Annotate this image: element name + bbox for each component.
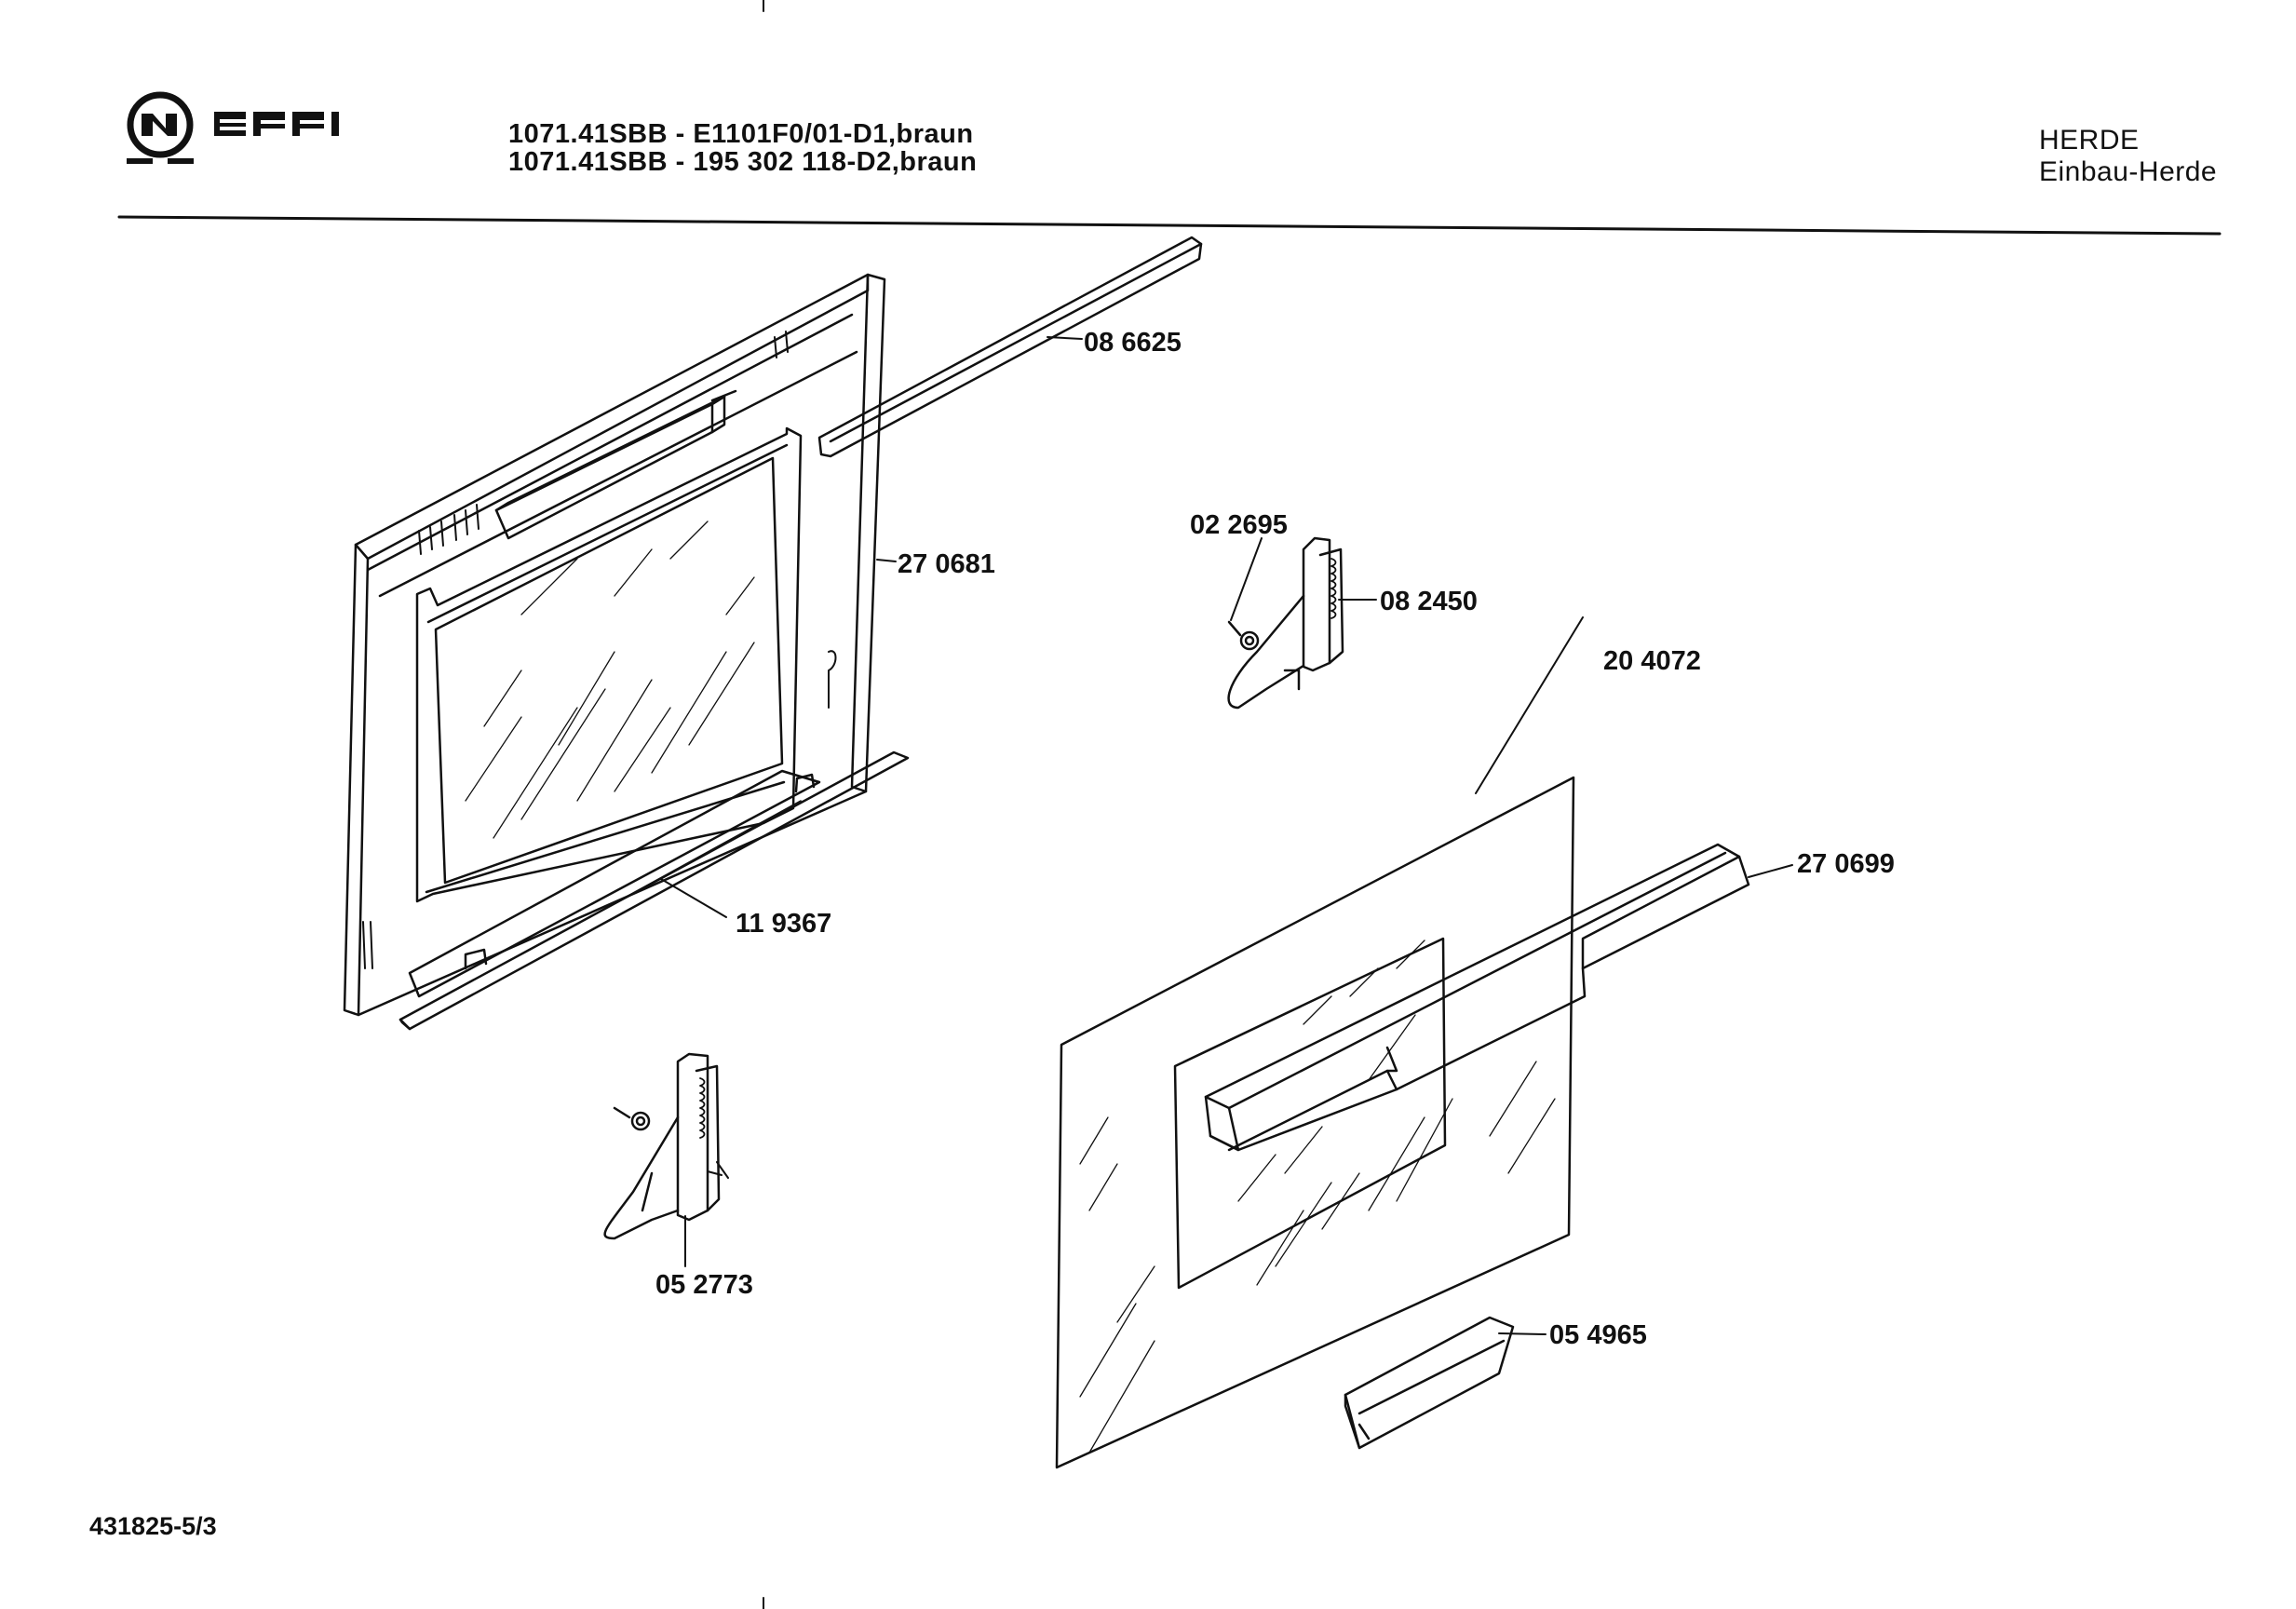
part-label-054965: 05 4965 <box>1549 1320 1647 1350</box>
part-label-086625: 08 6625 <box>1084 328 1182 358</box>
inner-door-frame <box>344 275 885 1015</box>
hinge-lower-left <box>605 1054 728 1238</box>
omega-icon <box>130 95 190 155</box>
part-label-270681: 27 0681 <box>898 549 995 579</box>
document-number: 431825-5/3 <box>89 1512 217 1540</box>
leader-lines <box>661 337 1792 1334</box>
omega-n-mark <box>142 114 177 136</box>
handle-bar-part <box>1206 845 1749 1150</box>
neff-wordmark <box>214 112 339 136</box>
window-pane <box>436 458 782 883</box>
outer-glass-panel <box>1057 777 1573 1467</box>
part-label-119367: 11 9367 <box>736 909 832 939</box>
model-line-1: 1071.41SBB - E1101F0/01-D1,braun <box>508 119 974 149</box>
part-label-204072: 20 4072 <box>1603 646 1701 676</box>
bottom-rail-part <box>400 752 908 1029</box>
header-rule <box>119 217 2220 234</box>
part-label-082450: 08 2450 <box>1380 587 1478 616</box>
hinge-upper-right <box>1229 538 1343 708</box>
part-label-022695: 02 2695 <box>1190 510 1288 540</box>
category-title: HERDE <box>2039 125 2140 155</box>
part-label-270699: 27 0699 <box>1797 849 1895 879</box>
neff-logo <box>127 89 339 164</box>
handle-trim-part <box>1345 1318 1513 1448</box>
glass-inner-window <box>1175 939 1445 1288</box>
part-label-052773: 05 2773 <box>655 1270 753 1300</box>
category-subtitle: Einbau-Herde <box>2039 156 2218 187</box>
model-line-2: 1071.41SBB - 195 302 118-D2,braun <box>508 147 978 177</box>
top-strip-part <box>819 237 1201 456</box>
window-outer-frame <box>417 428 801 901</box>
